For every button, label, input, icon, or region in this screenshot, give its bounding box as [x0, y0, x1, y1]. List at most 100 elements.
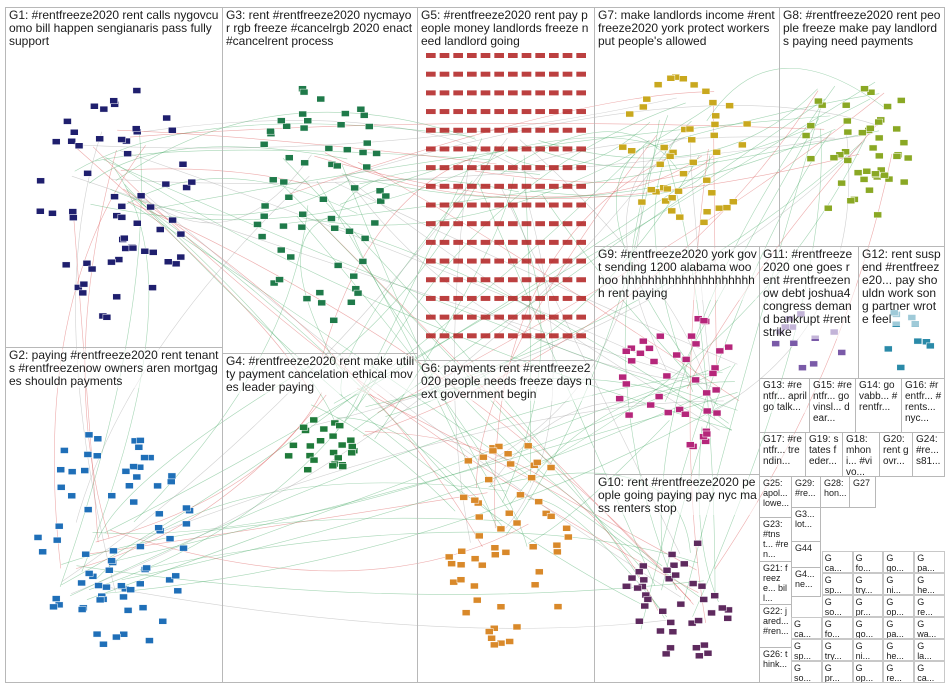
network-node: [52, 596, 60, 602]
network-node: [535, 259, 545, 264]
group-cell-g14: G14: govabb... #rentfr...: [855, 378, 902, 433]
network-node: [563, 259, 573, 264]
network-node: [700, 596, 708, 602]
network-node: [700, 318, 708, 324]
network-node: [710, 132, 718, 138]
network-node: [900, 179, 908, 185]
network-node: [522, 333, 532, 338]
network-node: [95, 583, 103, 589]
network-node: [494, 109, 504, 114]
network-node: [426, 277, 436, 282]
network-node: [253, 221, 261, 227]
network-node: [634, 585, 642, 591]
network-node: [365, 124, 373, 130]
network-node: [576, 128, 586, 133]
network-node: [458, 548, 466, 554]
network-node: [426, 72, 436, 77]
network-node: [576, 72, 586, 77]
network-node: [844, 157, 852, 163]
group-cell-g19: G19: states feder...: [805, 432, 843, 477]
group-label-g2: G2: paying #rentfreeze2020 rent tenants …: [9, 349, 220, 388]
network-node: [159, 618, 167, 624]
network-node: [75, 143, 83, 149]
network-node: [118, 137, 126, 143]
group-cell-g29: G29: #re...: [791, 476, 821, 508]
network-node: [680, 171, 688, 177]
network-node: [426, 221, 436, 226]
network-node: [108, 493, 116, 499]
network-node: [467, 315, 477, 320]
network-node: [802, 133, 810, 139]
network-node: [37, 178, 45, 184]
network-node: [858, 130, 866, 136]
network-node: [842, 102, 850, 108]
network-node: [522, 72, 532, 77]
group-label-g25: G25: apol... lowe...: [763, 478, 789, 508]
network-node: [39, 549, 47, 555]
network-node: [535, 315, 545, 320]
network-node: [334, 262, 342, 268]
network-node: [563, 90, 573, 95]
network-node: [440, 277, 450, 282]
network-node: [549, 240, 559, 245]
network-node: [726, 103, 734, 109]
network-node: [897, 97, 905, 103]
network-node: [508, 277, 518, 282]
group-cell-g1: G1: #rentfreeze2020 rent calls nygovcuom…: [5, 7, 223, 348]
network-node: [494, 72, 504, 77]
network-node: [508, 296, 518, 301]
group-label-g22: G22: jared... #ren...: [763, 606, 789, 636]
network-node: [712, 113, 720, 119]
network-node: [453, 203, 463, 208]
group-cell-g28: G28: hon...: [820, 476, 850, 508]
network-node: [118, 203, 126, 209]
network-node: [716, 348, 724, 354]
network-node: [111, 194, 119, 200]
network-node: [78, 580, 86, 586]
network-node: [285, 194, 293, 200]
network-node: [55, 523, 63, 529]
network-node: [619, 144, 627, 150]
group-label-g16: G16: #rentfr... #rents... nyc...: [905, 380, 942, 424]
network-node: [549, 146, 559, 151]
group-cell-g27: G27: [849, 476, 876, 508]
network-node: [668, 208, 676, 214]
network-node: [535, 569, 543, 575]
network-node: [426, 53, 436, 58]
network-node: [359, 149, 367, 155]
network-node: [494, 165, 504, 170]
node-cluster-g3: [223, 8, 418, 354]
network-node: [660, 144, 668, 150]
network-node: [656, 628, 664, 634]
node-cluster-g4: [223, 354, 418, 683]
network-node: [682, 356, 690, 362]
network-node: [485, 477, 493, 483]
network-node: [88, 266, 96, 272]
network-node: [875, 135, 883, 141]
mini-group-cell: G pr...: [853, 595, 884, 617]
network-node: [471, 497, 479, 503]
network-node: [330, 450, 338, 456]
network-node: [85, 570, 93, 576]
network-node: [147, 204, 155, 210]
mini-group-cell: G op...: [853, 661, 884, 683]
network-node: [331, 225, 339, 231]
network-node: [522, 128, 532, 133]
network-node: [182, 521, 190, 527]
network-node: [426, 128, 436, 133]
network-node: [174, 588, 182, 594]
network-node: [440, 72, 450, 77]
mini-group-cell: G so...: [822, 595, 853, 617]
network-node: [695, 653, 703, 659]
network-node: [508, 53, 518, 58]
network-node: [453, 109, 463, 114]
network-node: [188, 179, 196, 185]
network-node: [279, 223, 287, 229]
network-node: [535, 184, 545, 189]
network-node: [426, 109, 436, 114]
network-node: [289, 442, 297, 448]
network-node: [695, 618, 703, 624]
network-node: [334, 455, 342, 461]
network-node: [155, 525, 163, 531]
network-node: [490, 642, 498, 648]
